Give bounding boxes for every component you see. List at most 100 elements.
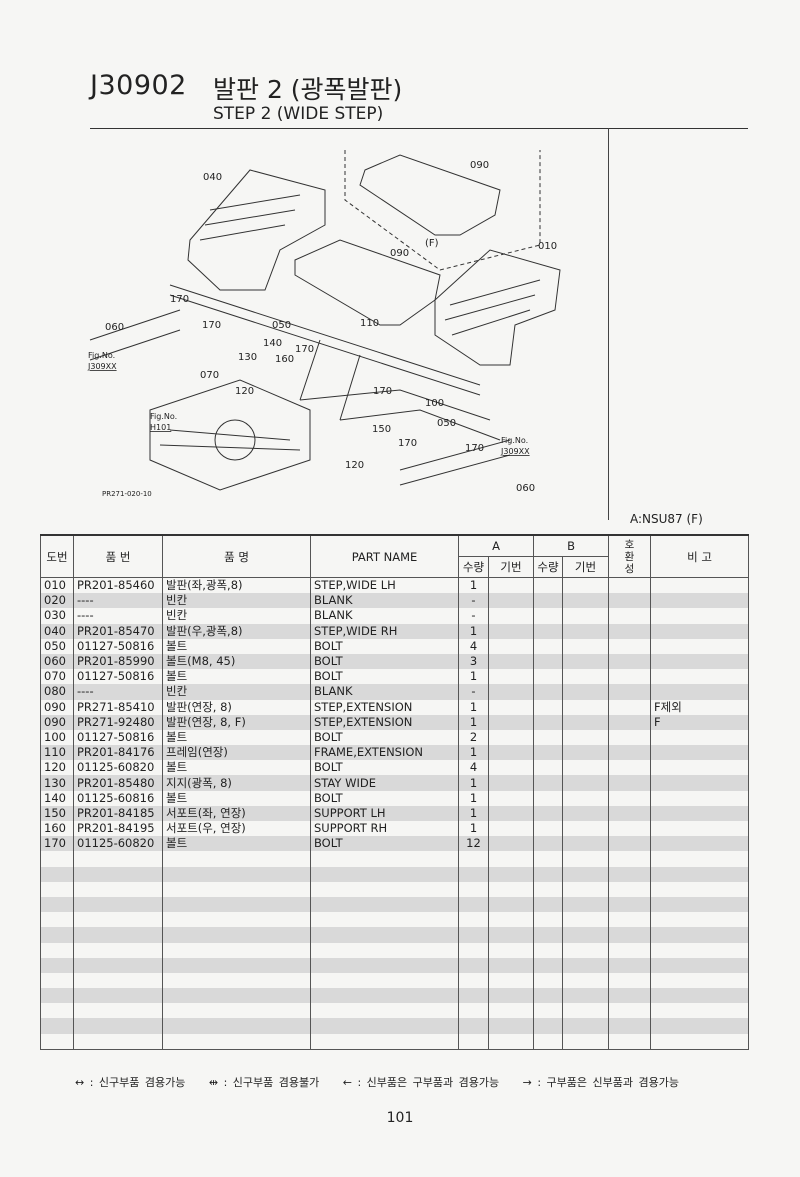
cell-remarks [650, 623, 750, 639]
cell-empty [488, 729, 534, 746]
cell-empty [608, 851, 652, 867]
cell-part-no [73, 927, 163, 943]
cell-empty [561, 623, 610, 639]
cell-empty [488, 851, 534, 867]
diagram-divider [608, 128, 609, 520]
cell-part-no [73, 912, 163, 928]
cell-empty [608, 653, 652, 670]
fig-ref[interactable]: J309XX [500, 447, 530, 456]
callout: 160 [275, 354, 294, 365]
cell-qty-a: - [458, 593, 489, 609]
step-040-shape [187, 169, 326, 291]
cell-part-no [73, 942, 163, 958]
cell-empty [533, 745, 563, 761]
callout: 170 [202, 320, 221, 331]
callout: 060 [105, 322, 124, 333]
cell-qty-a [458, 1003, 489, 1019]
cell-qty-a [458, 851, 489, 867]
cell-part-no [73, 988, 163, 1004]
cell-empty [488, 866, 534, 882]
section-title-korean: 발판 2 (광폭발판) [213, 75, 403, 104]
cell-name-ko: 볼트 [162, 638, 311, 654]
cell-part-no: PR201-84185 [73, 805, 163, 821]
cell-empty [608, 623, 652, 639]
cell-part-name [310, 866, 459, 882]
page-number: 101 [386, 1110, 414, 1126]
cell-empty [488, 1003, 534, 1019]
cell-part-no [73, 851, 163, 867]
cell-empty [608, 942, 652, 958]
step-010-shape [434, 249, 561, 366]
cell-part-name [310, 988, 459, 1004]
cell-remarks: F [650, 714, 750, 730]
callout: 120 [235, 386, 254, 397]
callout: 060 [516, 483, 535, 494]
cell-empty [561, 957, 610, 973]
cell-empty [561, 851, 610, 867]
cell-no [40, 957, 74, 973]
cell-remarks [650, 1033, 750, 1050]
cell-no: 060 [40, 653, 74, 670]
cell-qty-a [458, 896, 489, 913]
cell-empty [608, 699, 652, 715]
cell-empty [561, 972, 610, 989]
cell-no [40, 1003, 74, 1019]
cell-empty [533, 1033, 563, 1050]
cell-empty [608, 1018, 652, 1034]
fig-ref-label: Fig.No. [501, 436, 528, 445]
cell-empty [488, 684, 534, 700]
cell-no: 050 [40, 638, 74, 654]
cell-empty [533, 714, 563, 730]
cell-qty-a: 1 [458, 699, 489, 715]
cell-part-name: FRAME,EXTENSION [310, 745, 459, 761]
cell-qty-a: 1 [458, 790, 489, 806]
cell-qty-a: 1 [458, 821, 489, 837]
fig-ref-label: Fig.No. [88, 351, 115, 360]
cell-name-ko [162, 1003, 311, 1019]
cell-name-ko: 빈칸 [162, 608, 311, 624]
callout: 090 [470, 160, 489, 171]
cell-qty-a [458, 957, 489, 973]
cell-empty [533, 1003, 563, 1019]
cell-part-no: PR201-84176 [73, 745, 163, 761]
cell-remarks [650, 836, 750, 852]
cell-empty [533, 866, 563, 882]
cell-remarks [650, 988, 750, 1004]
cell-part-no: ---- [73, 593, 163, 609]
cell-empty [488, 669, 534, 685]
cell-part-name: BOLT [310, 760, 459, 776]
cell-no: 110 [40, 745, 74, 761]
cell-no [40, 972, 74, 989]
cell-qty-a: 1 [458, 805, 489, 821]
cell-qty-a [458, 988, 489, 1004]
empty-table-row [40, 1018, 750, 1034]
cell-empty [533, 988, 563, 1004]
cell-qty-a: 2 [458, 729, 489, 746]
cell-part-no: PR201-85470 [73, 623, 163, 639]
cell-part-no: 01127-50816 [73, 669, 163, 685]
cell-part-no: 01127-50816 [73, 729, 163, 746]
fig-ref[interactable]: H101 [150, 423, 171, 432]
callout-labels: 040 090 (F) 090 010 170 060 170 050 110 … [105, 160, 557, 494]
empty-table-row [40, 988, 750, 1004]
cell-empty [561, 760, 610, 776]
cell-qty-a [458, 881, 489, 897]
cell-qty-a: 1 [458, 623, 489, 639]
cell-empty [488, 821, 534, 837]
cell-no: 090 [40, 699, 74, 715]
cell-qty-a: 1 [458, 577, 489, 594]
fig-ref[interactable]: J309XX [87, 362, 117, 371]
cell-qty-a [458, 1018, 489, 1034]
cell-part-name: STEP,EXTENSION [310, 699, 459, 715]
cell-no: 170 [40, 836, 74, 852]
cell-part-no [73, 866, 163, 882]
cell-empty [608, 775, 652, 791]
cell-part-no: 01125-60816 [73, 790, 163, 806]
header-remarks: 비 고 [650, 534, 750, 578]
cell-qty-a: - [458, 608, 489, 624]
model-variant: A:NSU87 (F) [630, 512, 703, 526]
cell-part-no: 01125-60820 [73, 836, 163, 852]
